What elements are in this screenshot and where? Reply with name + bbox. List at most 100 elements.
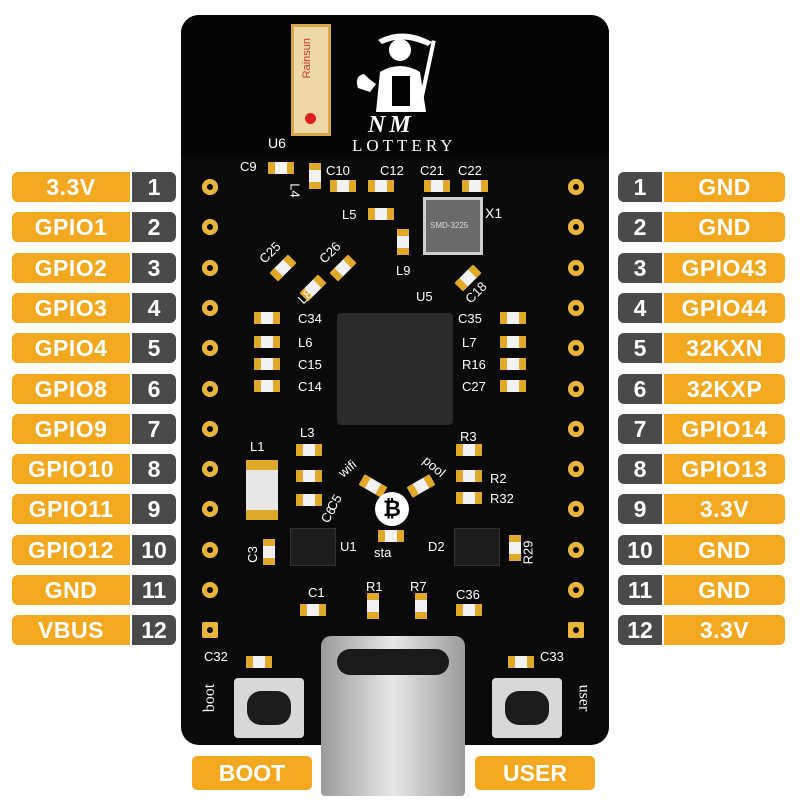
silk-c35: C35 xyxy=(458,311,482,326)
header-pin-hole xyxy=(202,300,218,316)
header-pin-hole xyxy=(568,622,584,638)
led-sta xyxy=(378,530,404,542)
silk-c15: C15 xyxy=(298,357,322,372)
silk-r7: R7 xyxy=(410,579,427,594)
header-pin-hole xyxy=(202,219,218,235)
header-pin-hole xyxy=(568,582,584,598)
boot-button-label: BOOT xyxy=(192,756,312,790)
header-pin-hole xyxy=(568,421,584,437)
silk-l6: L6 xyxy=(298,335,313,350)
header-pin-hole xyxy=(202,381,218,397)
silk-c3: C3 xyxy=(244,546,260,563)
capacitor xyxy=(296,494,322,506)
miner-logo-icon xyxy=(356,33,436,112)
right-pin-number: 7 xyxy=(618,414,662,444)
right-pin-label: GND xyxy=(664,212,785,242)
left-pin-number: 11 xyxy=(132,575,176,605)
header-pin-hole xyxy=(568,219,584,235)
silk-c12: C12 xyxy=(380,163,404,178)
left-pin-label: VBUS xyxy=(12,615,130,645)
main-soc-chip xyxy=(337,313,453,425)
silk-sta: sta xyxy=(374,545,392,560)
antenna-brand: Rainsun xyxy=(301,38,313,79)
silk-r29: R29 xyxy=(520,540,536,565)
capacitor xyxy=(456,492,482,504)
header-pin-hole xyxy=(202,542,218,558)
capacitor xyxy=(500,380,526,392)
silk-c32: C32 xyxy=(204,649,228,664)
left-pin-number: 7 xyxy=(132,414,176,444)
silk-r2: R2 xyxy=(490,471,507,486)
user-switch-knob xyxy=(505,691,549,725)
header-pin-hole xyxy=(568,340,584,356)
left-pin-label: GPIO8 xyxy=(12,374,130,404)
resistor xyxy=(367,593,379,619)
capacitor xyxy=(330,180,356,192)
header-pin-hole xyxy=(202,461,218,477)
capacitor xyxy=(368,208,394,220)
logo-title: NM xyxy=(368,112,415,138)
silk-l7: L7 xyxy=(462,335,477,350)
left-pin-number: 10 xyxy=(132,535,176,565)
left-pin-label: GPIO11 xyxy=(12,494,130,524)
header-pin-hole xyxy=(568,461,584,477)
left-pin-label: GPIO2 xyxy=(12,253,130,283)
silk-d2: D2 xyxy=(428,539,445,554)
left-pin-number: 8 xyxy=(132,454,176,484)
header-pin-hole xyxy=(202,179,218,195)
right-pin-number: 11 xyxy=(618,575,662,605)
silk-user: user xyxy=(575,684,593,712)
right-pin-label: GND xyxy=(664,172,785,202)
header-pin-hole xyxy=(202,501,218,517)
capacitor xyxy=(254,380,280,392)
antenna-marker-dot xyxy=(305,113,316,124)
silk-boot: boot xyxy=(201,683,219,713)
silk-r1: R1 xyxy=(366,579,383,594)
header-pin-hole xyxy=(202,582,218,598)
left-pin-number: 9 xyxy=(132,494,176,524)
right-pin-number: 5 xyxy=(618,333,662,363)
right-pin-label: GPIO13 xyxy=(664,454,785,484)
capacitor xyxy=(456,604,482,616)
right-pin-number: 9 xyxy=(618,494,662,524)
capacitor xyxy=(246,656,272,668)
bitcoin-icon: ₿ xyxy=(375,492,409,526)
silk-c21: C21 xyxy=(420,163,444,178)
crystal-marking: SMD-3225 xyxy=(430,221,469,230)
right-pin-number: 1 xyxy=(618,172,662,202)
header-pin-hole xyxy=(202,260,218,276)
left-pin-number: 12 xyxy=(132,615,176,645)
silk-c14: C14 xyxy=(298,379,322,394)
silk-r3: R3 xyxy=(460,429,477,444)
logo-subtitle: LOTTERY xyxy=(352,136,457,155)
silk-r16: R16 xyxy=(462,357,486,372)
boot-switch-knob xyxy=(247,691,291,725)
capacitor xyxy=(254,336,280,348)
left-pin-label: GPIO9 xyxy=(12,414,130,444)
silk-c36: C36 xyxy=(456,587,480,602)
right-pin-label: GND xyxy=(664,535,785,565)
silk-c33: C33 xyxy=(540,649,564,664)
left-pin-label: GND xyxy=(12,575,130,605)
silk-r32: R32 xyxy=(490,491,514,506)
capacitor xyxy=(296,470,322,482)
header-pin-hole xyxy=(202,622,218,638)
left-pin-number: 3 xyxy=(132,253,176,283)
left-pin-label: GPIO12 xyxy=(12,535,130,565)
boot-switch[interactable] xyxy=(234,678,304,738)
capacitor xyxy=(296,444,322,456)
silk-l9: L9 xyxy=(396,263,411,278)
right-pin-number: 2 xyxy=(618,212,662,242)
capacitor xyxy=(368,180,394,192)
right-pin-label: GPIO14 xyxy=(664,414,785,444)
silk-u5: U5 xyxy=(416,289,433,304)
usb-c-opening xyxy=(337,649,449,675)
right-pin-number: 12 xyxy=(618,615,662,645)
right-pin-label: GPIO44 xyxy=(664,293,785,323)
capacitor xyxy=(462,180,488,192)
silk-l5: L5 xyxy=(342,207,357,222)
antenna-ref: U6 xyxy=(268,135,286,151)
capacitor xyxy=(309,163,321,189)
user-switch[interactable] xyxy=(492,678,562,738)
ic-d2 xyxy=(454,528,500,566)
